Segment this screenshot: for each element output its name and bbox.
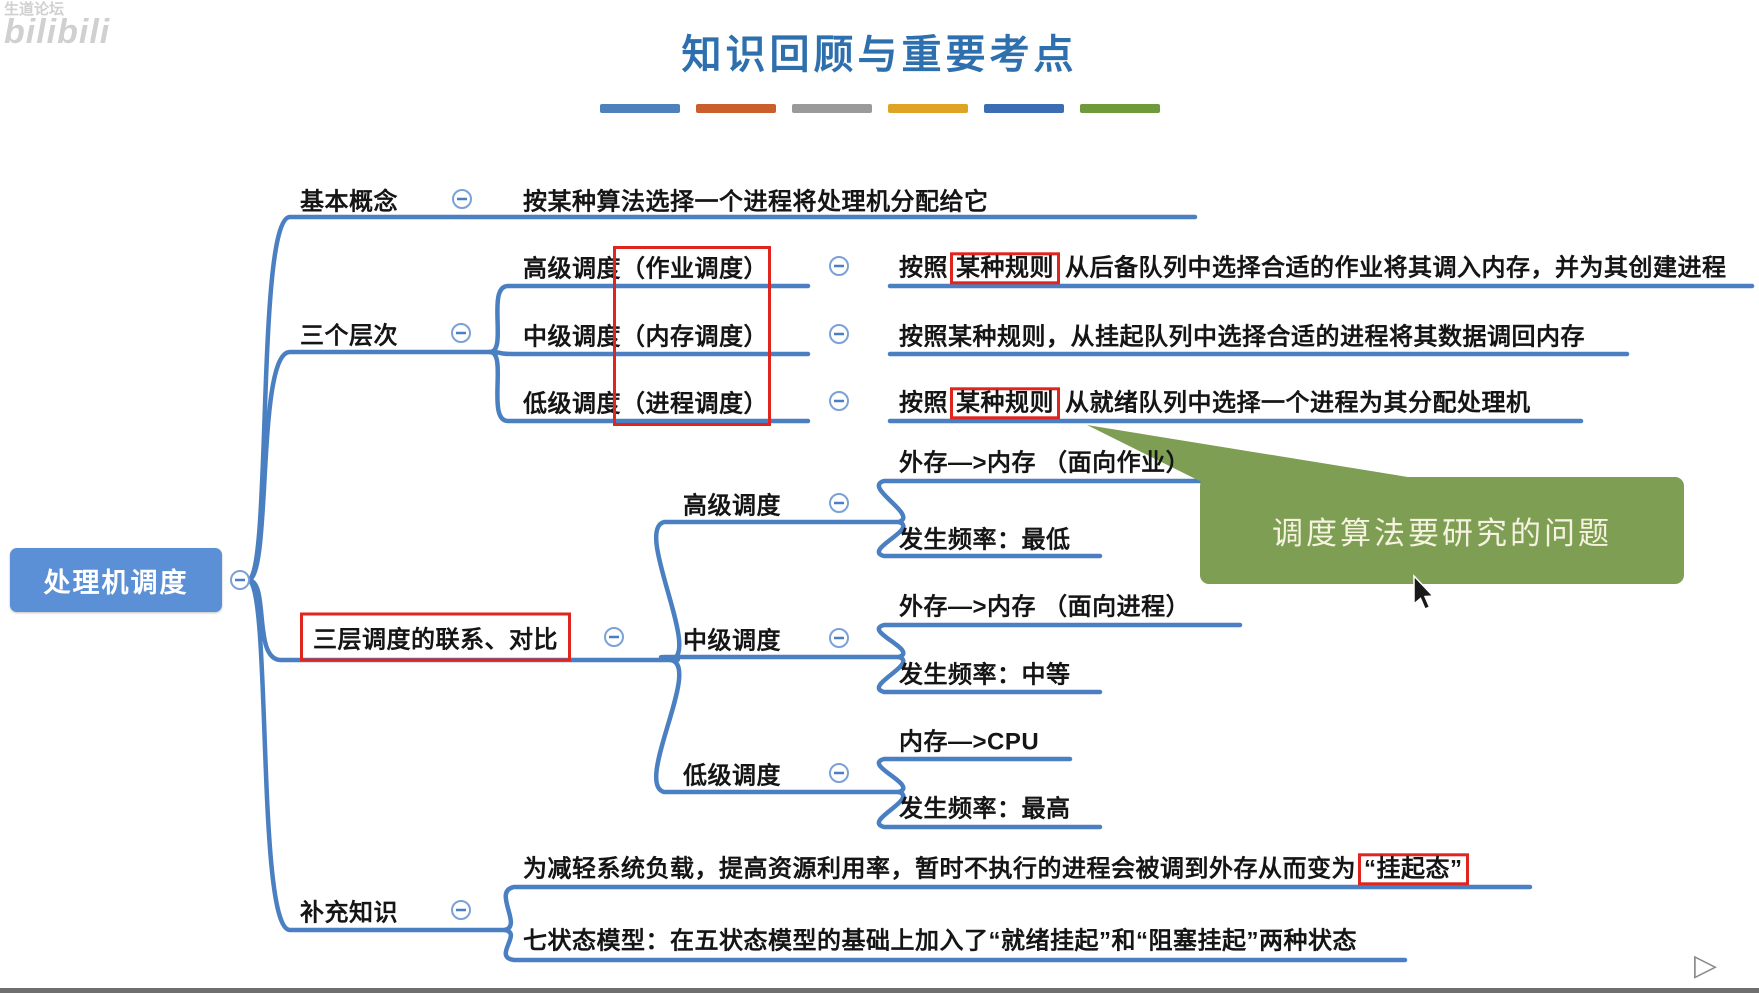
bilibili-logo: bilibili bbox=[4, 13, 111, 51]
connector-line bbox=[245, 577, 674, 663]
collapse-button[interactable] bbox=[829, 256, 849, 276]
divider-dash bbox=[791, 104, 872, 113]
node-high-level-scheduling-desc[interactable]: 按照某种规则从后备队列中选择合适的作业将其调入内存，并为其创建进程 bbox=[899, 247, 1727, 285]
connector-line bbox=[876, 478, 1243, 525]
player-bottom-edge bbox=[0, 988, 1759, 993]
collapse-button[interactable] bbox=[829, 763, 849, 783]
node-comp-low-line1[interactable]: 内存—>CPU bbox=[899, 728, 1040, 756]
desc-prefix: 按照 bbox=[899, 389, 948, 417]
title-divider bbox=[0, 104, 1759, 113]
collapse-buttons bbox=[230, 189, 849, 920]
callout-box: 调度算法要研究的问题 bbox=[1200, 477, 1684, 584]
connector-line bbox=[876, 789, 1103, 830]
connector-line bbox=[245, 577, 508, 933]
desc-prefix: 为减轻系统负载，提高资源利用率，暂时不执行的进程会被调到外存从而变为 bbox=[523, 855, 1356, 883]
connector-line bbox=[876, 756, 1073, 795]
collapse-button[interactable] bbox=[451, 900, 471, 920]
collapse-button[interactable] bbox=[604, 627, 624, 647]
desc-prefix: 按照 bbox=[899, 254, 948, 282]
desc-suffix: 从后备队列中选择合适的作业将其调入内存，并为其创建进程 bbox=[1065, 254, 1727, 282]
collapse-button[interactable] bbox=[829, 493, 849, 513]
node-root-label: 处理机调度 bbox=[43, 567, 189, 598]
node-comp-high-line1[interactable]: 外存—>内存 （面向作业） bbox=[899, 449, 1191, 477]
red-highlight-box: 某种规则 bbox=[950, 387, 1060, 420]
callout-text: 调度算法要研究的问题 bbox=[1272, 516, 1612, 551]
red-highlight-box: “挂起态” bbox=[1358, 853, 1469, 886]
divider-dash bbox=[695, 104, 776, 113]
node-basic-concept-label[interactable]: 基本概念 bbox=[300, 188, 398, 216]
connector-lines bbox=[245, 214, 1755, 963]
node-supplement-line1[interactable]: 为减轻系统负载，提高资源利用率，暂时不执行的进程会被调到外存从而变为“挂起态” bbox=[523, 848, 1474, 886]
node-comp-high-label[interactable]: 高级调度 bbox=[683, 492, 781, 520]
connector-line bbox=[653, 519, 902, 663]
connector-line bbox=[502, 884, 1533, 933]
watermark-bilibili: 生道论坛 bilibili bbox=[4, 2, 110, 49]
page-title: 知识回顾与重要考点 bbox=[681, 32, 1078, 77]
node-comp-mid-line2[interactable]: 发生频率：中等 bbox=[899, 661, 1071, 689]
play-icon: ▷ bbox=[1694, 949, 1718, 982]
node-comp-low-label[interactable]: 低级调度 bbox=[683, 762, 781, 790]
node-basic-concept-desc[interactable]: 按某种算法选择一个进程将处理机分配给它 bbox=[523, 188, 989, 216]
collapse-button[interactable] bbox=[230, 570, 250, 590]
red-highlight-box: 某种规则 bbox=[950, 252, 1060, 285]
connector-line bbox=[502, 927, 1408, 963]
divider-dash bbox=[599, 104, 680, 113]
connector-line bbox=[653, 657, 902, 795]
node-comp-mid-label[interactable]: 中级调度 bbox=[683, 627, 781, 655]
connector-line bbox=[876, 622, 1243, 660]
node-comp-high-line2[interactable]: 发生频率：最低 bbox=[899, 526, 1071, 554]
divider-dash bbox=[1079, 104, 1160, 113]
node-high-level-scheduling-label[interactable]: 高级调度（作业调度） bbox=[523, 255, 768, 283]
connector-line bbox=[876, 654, 1103, 695]
connector-line bbox=[245, 349, 493, 583]
collapse-button[interactable] bbox=[451, 323, 471, 343]
node-root[interactable]: 处理机调度 bbox=[10, 548, 222, 612]
collapse-button[interactable] bbox=[829, 391, 849, 411]
connector-line bbox=[487, 349, 811, 424]
divider-dash bbox=[983, 104, 1064, 113]
node-mid-level-scheduling-label[interactable]: 中级调度（内存调度） bbox=[523, 323, 768, 351]
collapse-button[interactable] bbox=[829, 324, 849, 344]
node-low-level-scheduling-desc[interactable]: 按照某种规则从就绪队列中选择一个进程为其分配处理机 bbox=[899, 382, 1531, 420]
connector-line bbox=[487, 283, 811, 355]
node-supplement-label[interactable]: 补充知识 bbox=[300, 899, 398, 927]
node-comparison-label[interactable]: 三层调度的联系、对比 bbox=[300, 612, 571, 662]
watermark-forum-text: 生道论坛 bbox=[4, 1, 65, 18]
divider-dash bbox=[887, 104, 968, 113]
connector-line bbox=[487, 349, 811, 357]
node-low-level-scheduling-label[interactable]: 低级调度（进程调度） bbox=[523, 390, 768, 418]
collapse-button[interactable] bbox=[452, 189, 472, 209]
node-supplement-line2[interactable]: 七状态模型：在五状态模型的基础上加入了“就绪挂起”和“阻塞挂起”两种状态 bbox=[523, 927, 1357, 955]
connector-line bbox=[658, 654, 902, 663]
node-comp-low-line2[interactable]: 发生频率：最高 bbox=[899, 795, 1071, 823]
node-comp-mid-line1[interactable]: 外存—>内存 （面向进程） bbox=[899, 593, 1191, 621]
node-three-levels-label[interactable]: 三个层次 bbox=[300, 322, 398, 350]
connector-line bbox=[876, 519, 1103, 559]
node-mid-level-scheduling-desc[interactable]: 按照某种规则，从挂起队列中选择合适的进程将其数据调回内存 bbox=[899, 323, 1585, 351]
collapse-button[interactable] bbox=[829, 628, 849, 648]
desc-suffix: 从就绪队列中选择一个进程为其分配处理机 bbox=[1065, 389, 1531, 417]
